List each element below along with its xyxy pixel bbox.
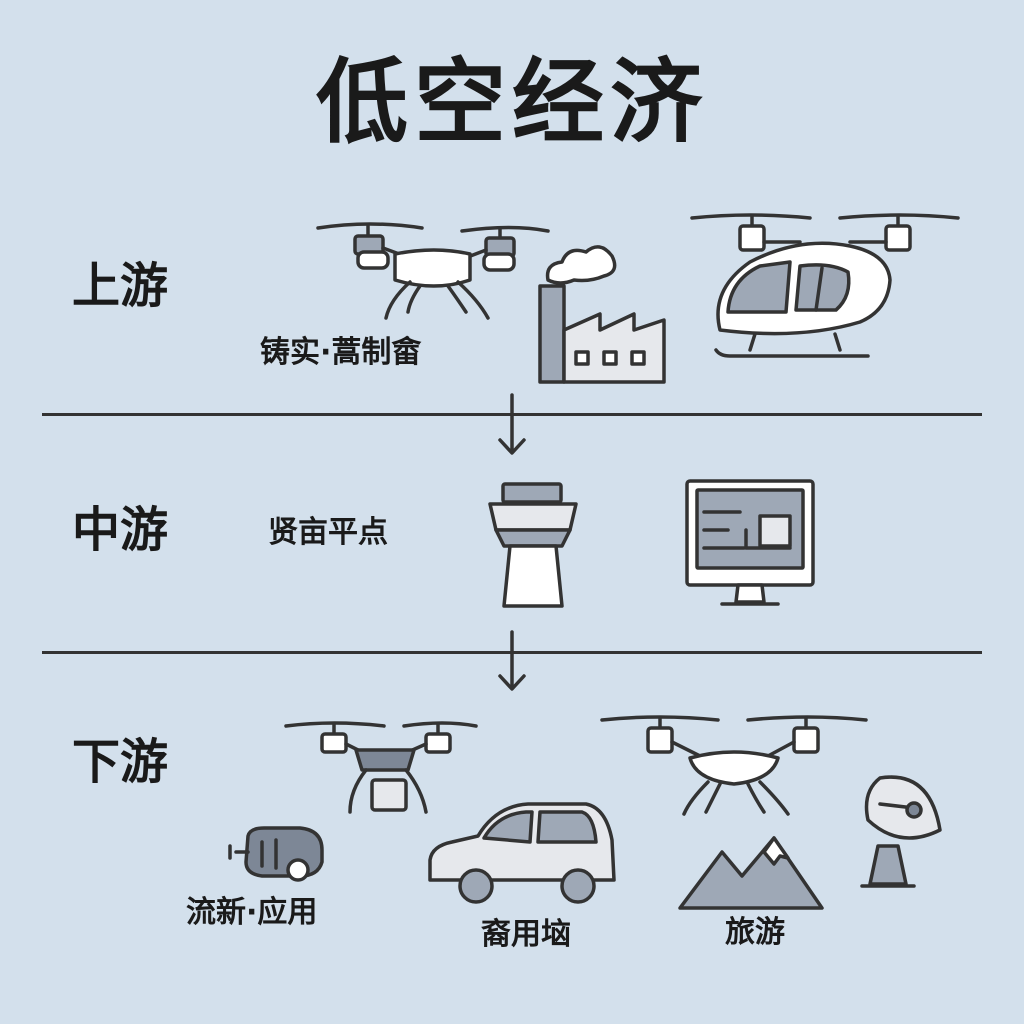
upstream-caption: 铸实·蒿制畲 [260, 335, 422, 370]
delivery-drone-icon [284, 721, 478, 814]
downstream-caption-commercial: 裔用垴 [481, 917, 571, 952]
arrow-down-icon [498, 393, 526, 455]
control-tower-icon [488, 482, 578, 608]
tier-label-upstream: 上游 [72, 258, 169, 314]
tier-label-midstream: 中游 [72, 502, 169, 558]
arrow-down-icon [498, 630, 526, 691]
satellite-dish-icon [860, 775, 942, 888]
robot-vacuum-icon [228, 826, 324, 882]
midstream-caption: 贤亩平点 [268, 515, 388, 550]
downstream-caption-logistics: 流新·应用 [186, 895, 318, 930]
car-icon [428, 802, 616, 904]
passenger-drone-icon [600, 715, 868, 816]
mountain-icon [678, 836, 824, 910]
page-title: 低空经济 [315, 49, 708, 156]
quadcopter-drone-icon [316, 222, 550, 320]
factory-icon [538, 245, 666, 384]
monitor-dashboard-icon [685, 479, 815, 606]
evtol-aircraft-icon [690, 213, 960, 358]
downstream-caption-tourism: 旅游 [725, 915, 785, 950]
tier-label-downstream: 下游 [72, 734, 169, 790]
